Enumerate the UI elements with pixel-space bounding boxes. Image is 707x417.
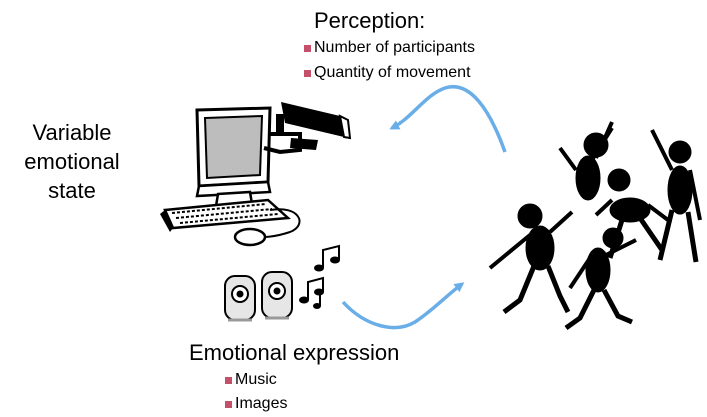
perception-title: Perception: xyxy=(314,8,426,33)
expression-bullet-text: Music xyxy=(235,371,277,388)
perception-bullet-text: Number of participants xyxy=(314,39,475,56)
perception-bullet-movement: Quantity of movement xyxy=(304,65,471,81)
expression-arrow xyxy=(341,282,465,330)
state-line: Variable xyxy=(32,120,112,145)
state-line: state xyxy=(48,178,96,203)
bullet-square-icon xyxy=(225,376,232,384)
perception-arrow xyxy=(389,84,507,153)
bullet-square-icon xyxy=(304,69,311,77)
bullet-square-icon xyxy=(225,400,232,408)
expression-bullet-music: Music xyxy=(225,372,277,388)
expression-title: Emotional expression xyxy=(189,340,400,365)
perception-bullet-participants: Number of participants xyxy=(304,40,475,56)
dancers-icon xyxy=(488,121,702,331)
emotional-state-label: Variable emotional state xyxy=(12,118,132,205)
state-line: emotional xyxy=(24,149,120,174)
perception-bullet-text: Quantity of movement xyxy=(314,64,471,81)
expression-bullet-images: Images xyxy=(225,396,287,412)
camera-icon xyxy=(263,102,352,155)
computer-icon xyxy=(160,106,301,247)
bullet-square-icon xyxy=(304,44,311,52)
expression-bullet-text: Images xyxy=(235,395,288,412)
speakers-icon xyxy=(224,271,293,322)
music-notes-icon xyxy=(299,244,340,309)
